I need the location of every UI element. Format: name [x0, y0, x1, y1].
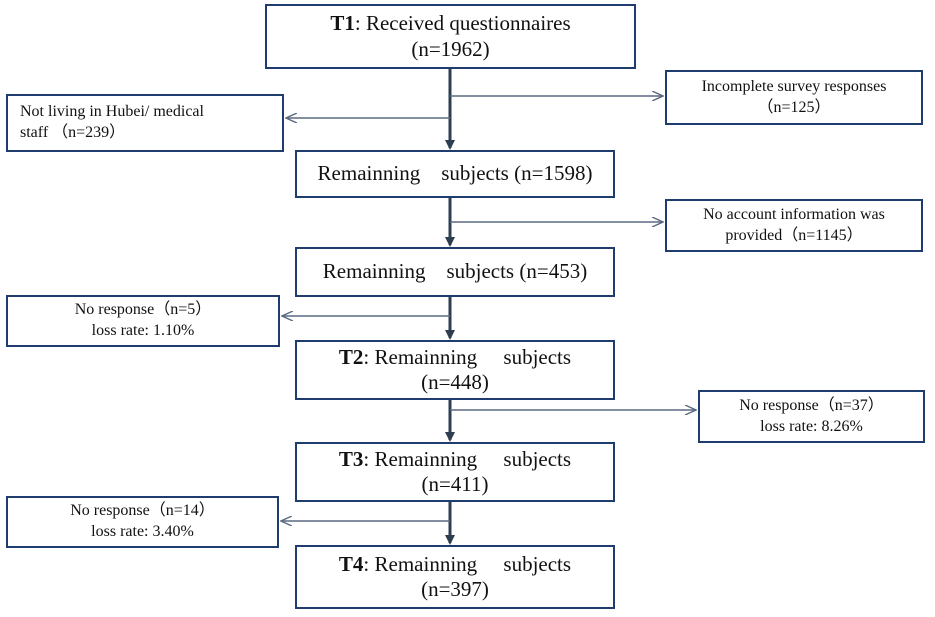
t3-loss-line2: loss rate: 8.26%	[760, 417, 863, 435]
t2-loss-line1: No response（n=5）	[74, 301, 212, 319]
box-t3-line1: T3: Remainning subjects	[339, 447, 571, 472]
exclusion-incomplete: Incomplete survey responses （n=125）	[665, 70, 923, 125]
incomplete-line1: Incomplete survey responses	[701, 77, 887, 95]
t2-loss-line2: loss rate: 1.10%	[91, 322, 195, 339]
box-t3-remaining: T3: Remainning subjects (n=411)	[295, 442, 615, 502]
t4-loss-line1: No response（n=14）	[70, 502, 215, 520]
remaining-1598-label: Remainning subjects (n=1598)	[317, 161, 593, 186]
box-t1-received: T1: Received questionnaires (n=1962)	[265, 4, 636, 69]
t4-count: (n=397)	[421, 577, 489, 601]
box-remaining-453: Remainning subjects (n=453)	[295, 247, 615, 297]
t4-loss-line2: loss rate: 3.40%	[91, 523, 194, 540]
box-t2-line1: T2: Remainning subjects	[339, 345, 571, 370]
no-account-line1: No account information was	[703, 205, 885, 223]
t2-prefix: T2	[338, 344, 364, 369]
t1-label: : Received questionnaires	[354, 11, 571, 36]
exclusion-t2-no-response: No response（n=5） loss rate: 1.10%	[6, 295, 280, 347]
exclusion-not-hubei: Not living in Hubei/ medical staff （n=23…	[6, 94, 284, 152]
not-hubei-line1: Not living in Hubei/ medical	[20, 103, 204, 121]
no-account-line2: provided（n=1145）	[725, 226, 863, 244]
t1-count: (n=1962)	[411, 36, 490, 61]
t4-label: : Remainning subjects	[363, 551, 572, 576]
box-t2-remaining: T2: Remainning subjects (n=448)	[295, 340, 615, 400]
t4-prefix: T4	[338, 551, 364, 576]
t3-count: (n=411)	[421, 472, 489, 496]
box-remaining-1598: Remainning subjects (n=1598)	[295, 150, 615, 198]
box-t4-remaining: T4: Remainning subjects (n=397)	[295, 545, 615, 609]
t3-prefix: T3	[338, 446, 364, 471]
t2-label: : Remainning subjects	[363, 344, 572, 369]
remaining-453-label: Remainning subjects (n=453)	[322, 259, 588, 284]
not-hubei-line2: staff （n=239）	[20, 124, 126, 141]
exclusion-t3-no-response: No response（n=37） loss rate: 8.26%	[698, 390, 925, 443]
t3-loss-line1: No response（n=37）	[739, 396, 884, 414]
t3-label: : Remainning subjects	[363, 446, 572, 471]
t2-count: (n=448)	[421, 370, 489, 394]
box-t4-line1: T4: Remainning subjects	[339, 552, 571, 577]
t1-prefix: T1	[330, 11, 355, 36]
exclusion-t4-no-response: No response（n=14） loss rate: 3.40%	[6, 496, 279, 548]
exclusion-no-account: No account information was provided（n=11…	[665, 199, 923, 252]
box-t1-line1: T1: Received questionnaires	[330, 11, 570, 36]
incomplete-line2: （n=125）	[757, 98, 831, 116]
